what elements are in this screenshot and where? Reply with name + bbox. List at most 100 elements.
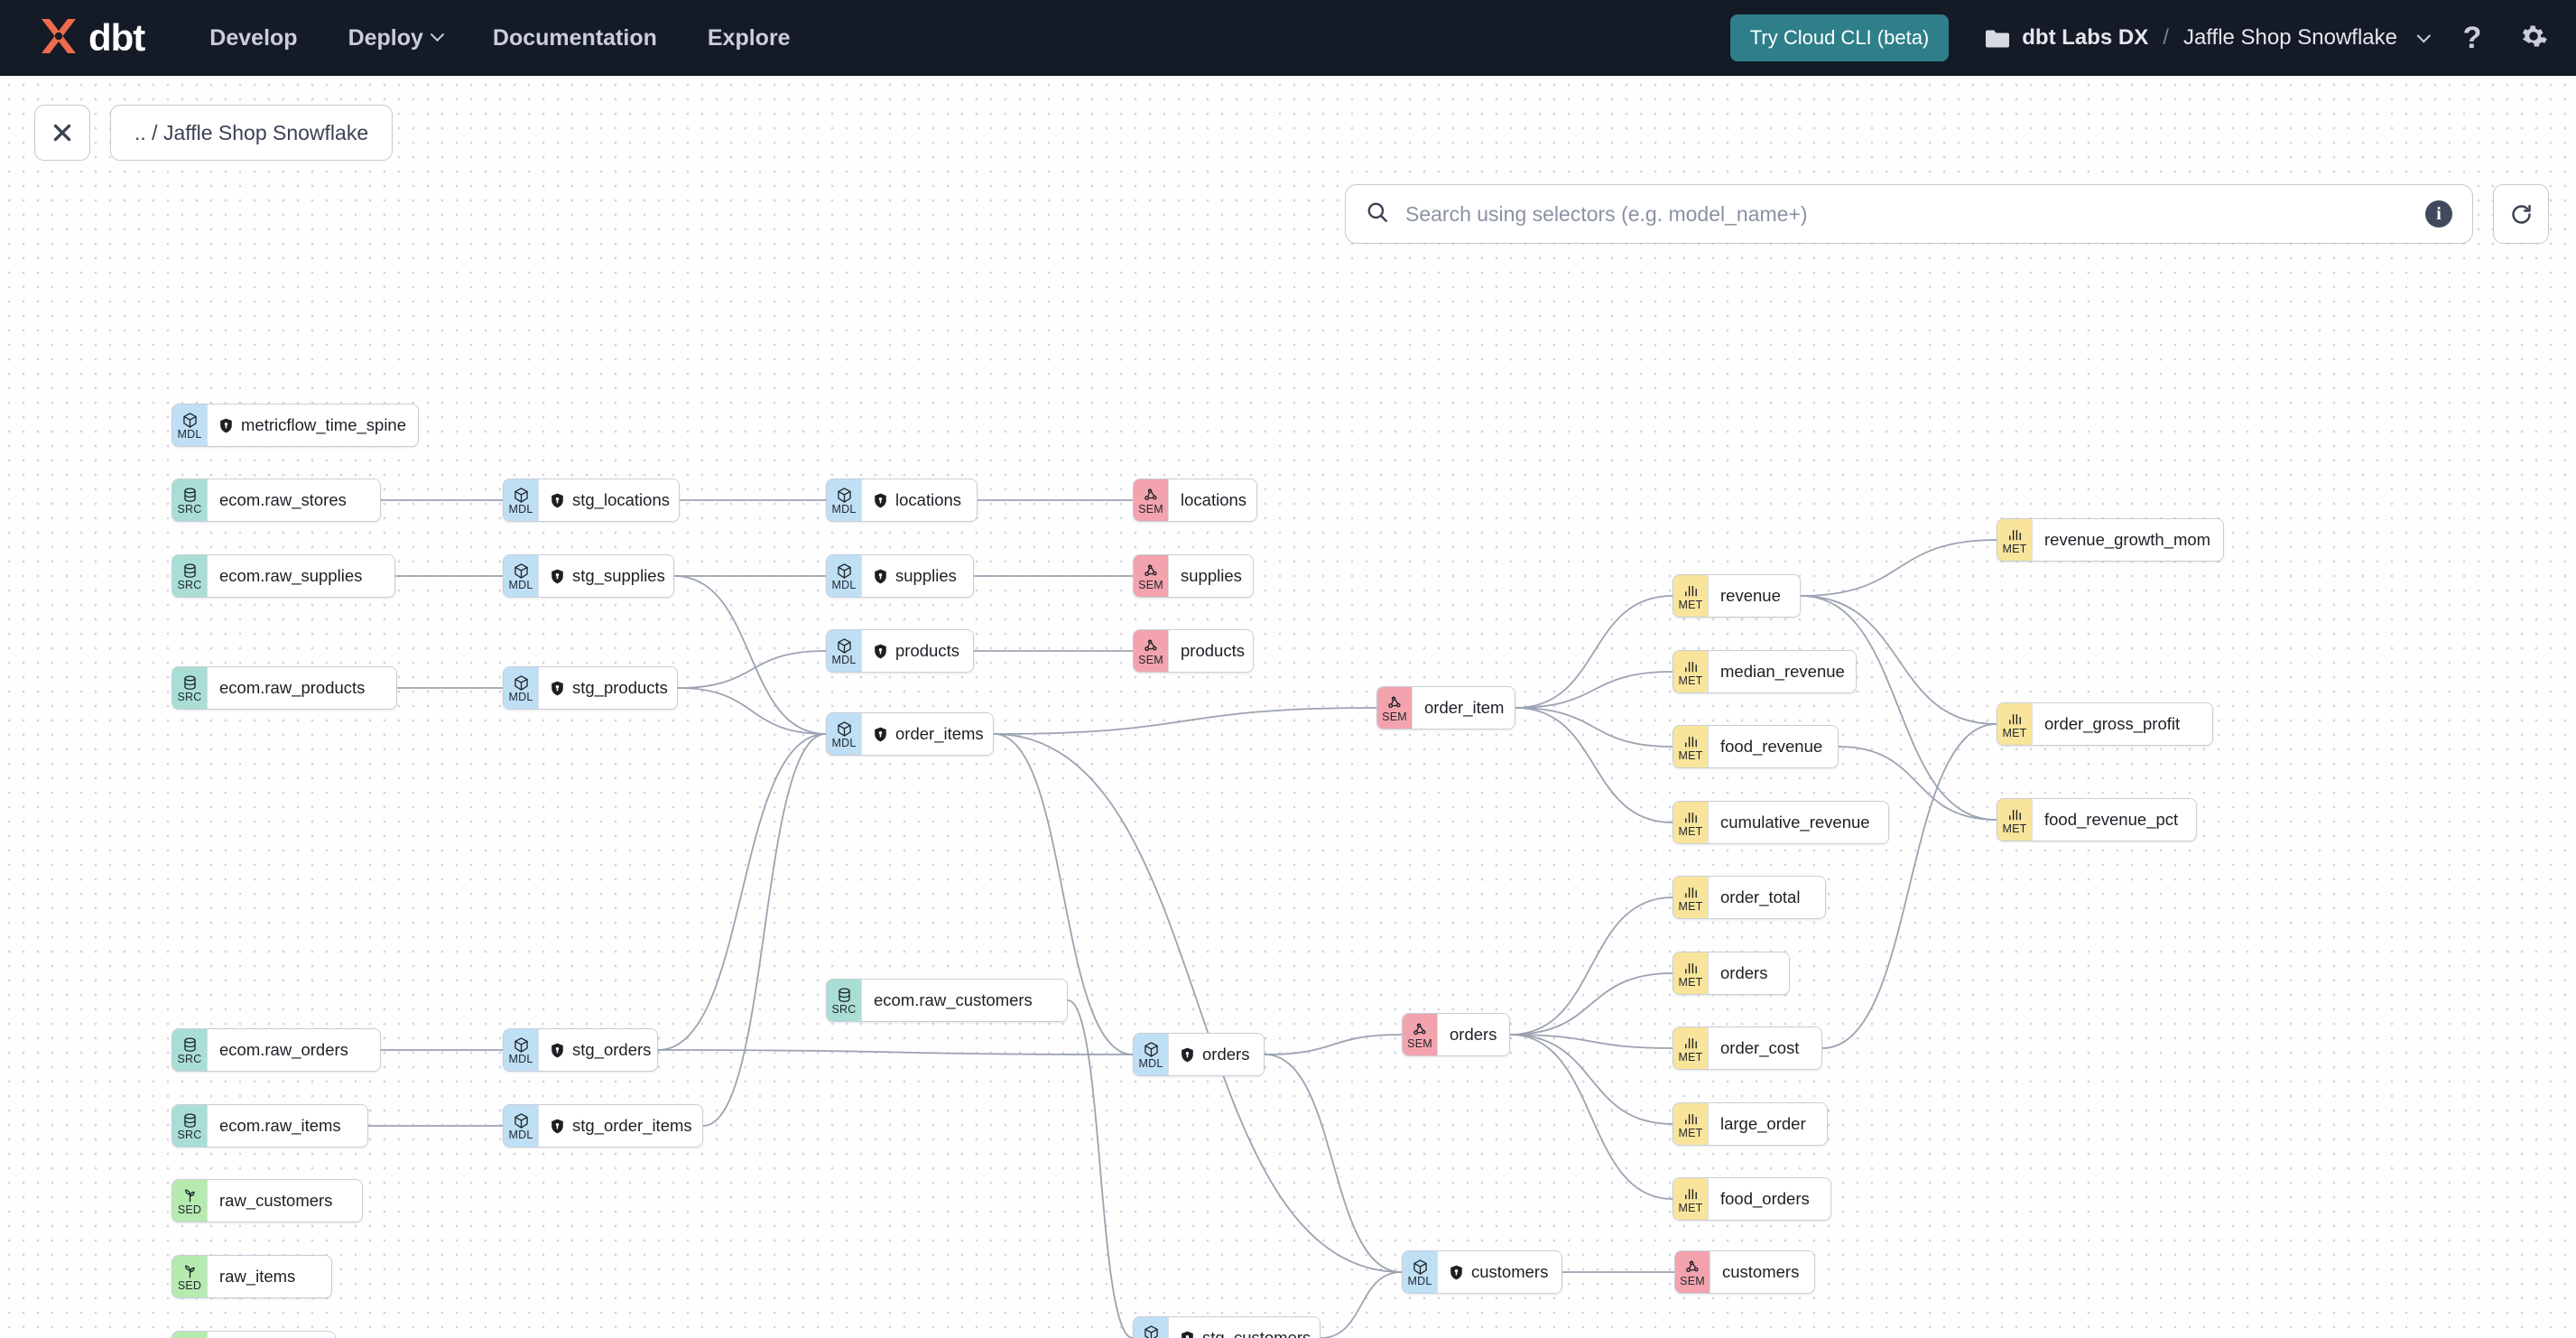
- node-label: order_items: [895, 723, 984, 743]
- edge-revenue_met-to-order_gross_profit_met: [1800, 595, 1997, 725]
- bar-chart-icon: [1682, 658, 1700, 675]
- node-label: food_revenue: [1720, 736, 1823, 756]
- node-body: order_items: [861, 713, 993, 755]
- graph-node-order_items_mdl[interactable]: MDL order_items: [826, 712, 994, 756]
- node-type-badge-sed: SED: [172, 1256, 207, 1297]
- graph-breadcrumb-label: .. / Jaffle Shop Snowflake: [134, 120, 369, 144]
- node-type-badge-mdl: MDL: [827, 555, 861, 597]
- node-body: locations: [1168, 479, 1256, 521]
- help-button[interactable]: ?: [2457, 23, 2488, 53]
- edge-orders_sem-to-large_order_met: [1509, 1034, 1673, 1125]
- dbt-logo[interactable]: dbt: [34, 14, 145, 62]
- try-cloud-cli-button[interactable]: Try Cloud CLI (beta): [1729, 14, 1950, 61]
- nav-item-explore[interactable]: Explore: [682, 0, 816, 76]
- node-body: revenue: [1708, 575, 1800, 617]
- search-info-icon[interactable]: i: [2425, 200, 2452, 228]
- node-label: stg_orders: [572, 1039, 652, 1059]
- refresh-graph-button[interactable]: [2493, 184, 2549, 244]
- node-body: order_total: [1708, 877, 1825, 918]
- node-body: supplies: [1168, 555, 1253, 597]
- edge-stg_order_items-to-order_items_mdl: [702, 733, 827, 1127]
- node-type-code: MET: [1678, 1127, 1703, 1139]
- settings-button[interactable]: [2518, 23, 2549, 53]
- node-type-badge-mdl: MDL: [1403, 1251, 1437, 1293]
- graph-node-products_sem[interactable]: SEM products: [1133, 629, 1254, 673]
- bar-chart-icon: [1682, 582, 1700, 599]
- close-lineage-button[interactable]: [34, 105, 90, 161]
- cube-icon: [513, 487, 530, 504]
- node-label: revenue_growth_mom: [2044, 529, 2211, 549]
- folder-icon: [1985, 28, 2010, 49]
- node-body: ecom.raw_supplies: [207, 555, 394, 597]
- edge-order_items_mdl-to-customers_mdl: [993, 733, 1403, 1273]
- semantic-graph-icon: [1684, 1259, 1701, 1276]
- node-label: order_total: [1720, 887, 1801, 906]
- node-type-code: SEM: [1138, 654, 1163, 666]
- node-type-badge-sem: SEM: [1134, 555, 1168, 597]
- nav-item-deploy[interactable]: Deploy: [323, 0, 468, 76]
- node-body: stg_locations: [538, 479, 679, 521]
- node-body: raw_items: [207, 1256, 331, 1297]
- nav-item-develop[interactable]: Develop: [184, 0, 322, 76]
- database-icon: [181, 1112, 199, 1129]
- node-type-badge-met: MET: [1673, 952, 1708, 994]
- node-body: products: [1168, 630, 1253, 672]
- bar-chart-icon: [1682, 1110, 1700, 1128]
- search-input[interactable]: [1405, 201, 2409, 227]
- search-container[interactable]: i: [1345, 184, 2473, 244]
- node-type-code: MDL: [831, 737, 857, 749]
- refresh-icon: [2511, 204, 2531, 224]
- nav-item-deploy-label: Deploy: [347, 25, 423, 51]
- search-icon: [1366, 200, 1389, 228]
- account-project-breadcrumb[interactable]: dbt Labs DX / Jaffle Shop Snowflake: [1985, 25, 2432, 51]
- node-body: ecom.raw_orders: [207, 1029, 380, 1071]
- node-type-code: MET: [1678, 1051, 1703, 1064]
- bar-chart-icon: [2006, 711, 2024, 728]
- cube-icon: [513, 674, 530, 692]
- node-type-code: MDL: [508, 1129, 533, 1141]
- graph-breadcrumb-chip[interactable]: .. / Jaffle Shop Snowflake: [110, 105, 394, 161]
- nav-item-documentation[interactable]: Documentation: [468, 0, 682, 76]
- dbt-logo-icon: [34, 14, 83, 62]
- edge-order_item_sem-to-food_revenue_met: [1515, 707, 1673, 748]
